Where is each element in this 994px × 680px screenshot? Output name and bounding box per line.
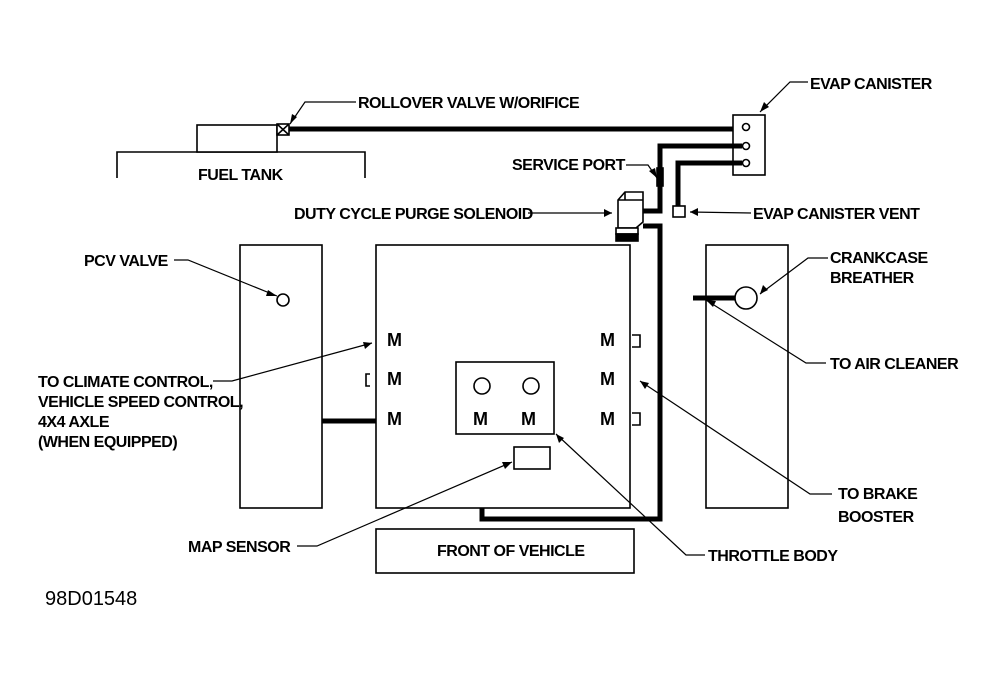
manifold-port-left-3: M	[387, 409, 402, 429]
manifold-port-right-3: M	[600, 409, 615, 429]
right-valve-cover	[705, 244, 789, 509]
manifold-ports: M M M M M M	[387, 330, 615, 429]
evap-canister-vent-label: EVAP CANISTER VENT	[753, 206, 920, 223]
to-brake-booster-label-line1: TO BRAKE	[838, 486, 918, 503]
rollover-valve	[276, 123, 290, 136]
to-climate-control-label-line4: (WHEN EQUIPPED)	[38, 434, 177, 451]
to-climate-control-label-line1: TO CLIMATE CONTROL,	[38, 374, 213, 391]
map-sensor-label: MAP SENSOR	[188, 539, 291, 556]
pcv-valve	[276, 293, 290, 307]
evap-canister-label: EVAP CANISTER	[810, 76, 933, 93]
manifold-port-left-2: M	[387, 369, 402, 389]
throttle-body-label: THROTTLE BODY	[708, 548, 838, 565]
fuel-tank: FUEL TANK	[116, 124, 366, 184]
leader-arrowheads	[266, 102, 769, 469]
crankcase-breather-label-line2: BREATHER	[830, 270, 915, 287]
throttle-body-port-1: M	[473, 409, 488, 429]
duty-cycle-purge-solenoid	[615, 191, 644, 242]
capped-ports	[365, 334, 641, 426]
to-climate-control-label-line2: VEHICLE SPEED CONTROL,	[38, 394, 243, 411]
evap-canister-vent	[672, 205, 686, 218]
map-sensor	[513, 446, 551, 470]
throttle-body-port-2: M	[521, 409, 536, 429]
fuel-tank-label: FUEL TANK	[198, 167, 284, 184]
duty-cycle-purge-solenoid-label: DUTY CYCLE PURGE SOLENOID	[294, 206, 533, 223]
figure-code: 98D01548	[45, 588, 137, 610]
throttle-body: M M	[455, 361, 555, 435]
crankcase-breather	[734, 286, 758, 310]
to-brake-booster-label-line2: BOOSTER	[838, 509, 915, 526]
front-of-vehicle-label: FRONT OF VEHICLE	[437, 543, 585, 560]
rollover-valve-label: ROLLOVER VALVE W/ORIFICE	[358, 95, 580, 112]
to-climate-control-label-line3: 4X4 AXLE	[38, 414, 110, 431]
pcv-valve-label: PCV VALVE	[84, 253, 169, 270]
front-of-vehicle-box	[375, 528, 635, 574]
crankcase-breather-label-line1: CRANKCASE	[830, 250, 929, 267]
manifold-port-right-1: M	[600, 330, 615, 350]
manifold-port-right-2: M	[600, 369, 615, 389]
leader-lines	[174, 81, 832, 556]
to-air-cleaner-label: TO AIR CLEANER	[830, 356, 959, 373]
manifold-port-left-1: M	[387, 330, 402, 350]
service-port-label: SERVICE PORT	[512, 157, 626, 174]
left-valve-cover	[239, 244, 323, 509]
